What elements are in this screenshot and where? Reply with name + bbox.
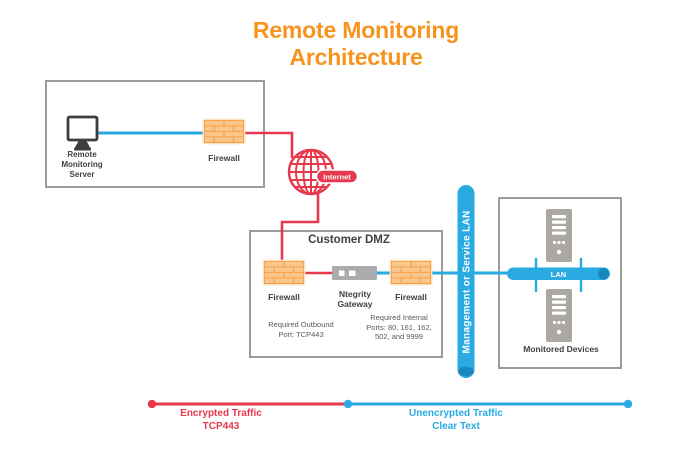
firewall-icon-dmz-right	[389, 259, 433, 286]
server-icon-bottom	[546, 289, 572, 342]
legend-dot-right	[623, 399, 633, 409]
encrypted-line-internet-dmz	[280, 192, 320, 262]
management-lan-bar-cap	[458, 366, 474, 377]
remote-server-label: Remote Monitoring Server	[61, 150, 103, 179]
lan-bar	[507, 267, 610, 280]
firewall-remote-label: Firewall	[208, 153, 240, 163]
internet-badge	[315, 169, 359, 184]
monitor-icon	[66, 115, 99, 151]
internal-ports-note: Required Internal Ports: 80, 161, 162, 5…	[366, 313, 432, 341]
legend-encrypted-label: Encrypted Traffic TCP443	[180, 408, 262, 432]
firewall-dmz-right-label: Firewall	[395, 292, 427, 302]
monitored-devices-box	[498, 197, 622, 369]
lan-bar-cap	[598, 268, 609, 280]
encrypted-line-firewall-internet	[243, 131, 294, 158]
customer-dmz-box	[249, 230, 443, 358]
gateway-icon	[332, 266, 377, 280]
management-lan-bar	[457, 185, 475, 378]
management-lan-label: Management or Service LAN	[462, 210, 473, 353]
firewall-icon-dmz-left	[262, 259, 306, 286]
server-icon-top	[546, 209, 572, 262]
outbound-port-note: Required Outbound Port: TCP443	[268, 320, 334, 339]
page-title: Remote Monitoring Architecture	[252, 17, 460, 70]
monitored-devices-label: Monitored Devices	[523, 344, 599, 354]
firewall-icon-remote	[202, 118, 246, 145]
internet-label: Internet	[323, 172, 351, 181]
firewall-dmz-left-label: Firewall	[268, 292, 300, 302]
customer-dmz-title: Customer DMZ	[308, 234, 390, 246]
lan-label: LAN	[551, 270, 566, 279]
legend-dot-middle	[343, 399, 353, 409]
gateway-label: Ntegrity Gateway	[337, 289, 373, 309]
legend-dot-left	[147, 399, 157, 409]
legend-unencrypted-label: Unencrypted Traffic Clear Text	[409, 408, 503, 432]
